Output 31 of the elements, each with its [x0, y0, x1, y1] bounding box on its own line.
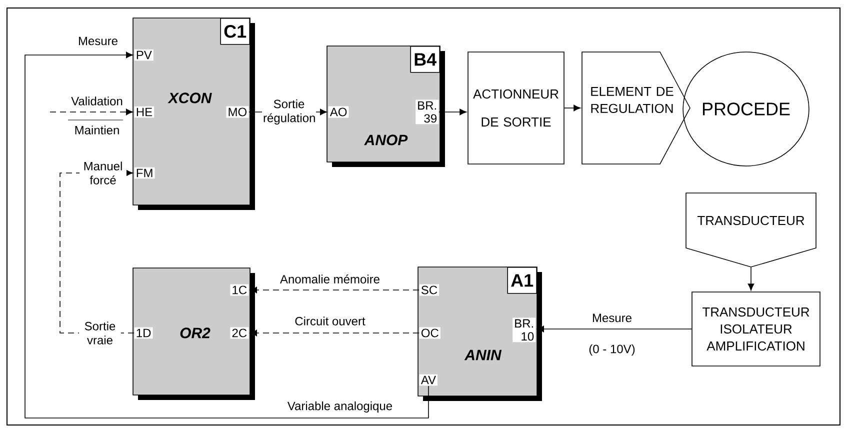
arrow — [537, 326, 692, 332]
process-box: ACTIONNEUR DE SORTIE — [468, 52, 564, 164]
pin-label: MO — [226, 106, 249, 118]
edge-label: Validation — [70, 96, 124, 106]
pin-label: BR. 10 — [512, 318, 536, 342]
process-box: TRANSDUCTEUR ISOLATEUR AMPLIFICATION — [692, 292, 820, 366]
arrow — [250, 330, 420, 336]
pin-label: 2C — [230, 327, 249, 339]
pin-label: AO — [328, 106, 349, 118]
signal-label: Maintien — [73, 124, 121, 136]
edge-label: Circuit ouvert — [294, 316, 366, 326]
pin-label: 1C — [230, 284, 249, 296]
edge-label: Anomalie mémoire — [279, 274, 382, 284]
edge-label: Mesure — [591, 312, 633, 324]
signal-label: Variable analogique — [286, 400, 394, 414]
arrow — [748, 267, 754, 291]
arrow — [50, 108, 133, 116]
arrow — [564, 104, 581, 112]
edge-label: Manuel forcé — [80, 160, 126, 186]
pin-label: SC — [419, 284, 440, 296]
signal-label: (0 - 10V) — [588, 343, 636, 357]
edge-label: Mesure — [77, 36, 120, 46]
pin-label: OC — [419, 327, 440, 339]
signal-label: Sortie vraie — [79, 320, 122, 346]
arrow — [438, 108, 467, 116]
arrow — [24, 52, 429, 418]
pin-label: BR. 39 — [416, 100, 439, 124]
arrow — [250, 286, 420, 294]
pentagon-box: ELEMENT DE REGULATION — [582, 52, 690, 164]
pentagon-box: TRANSDUCTEUR — [686, 192, 816, 268]
edge-label: Sortie régulation — [262, 98, 316, 126]
